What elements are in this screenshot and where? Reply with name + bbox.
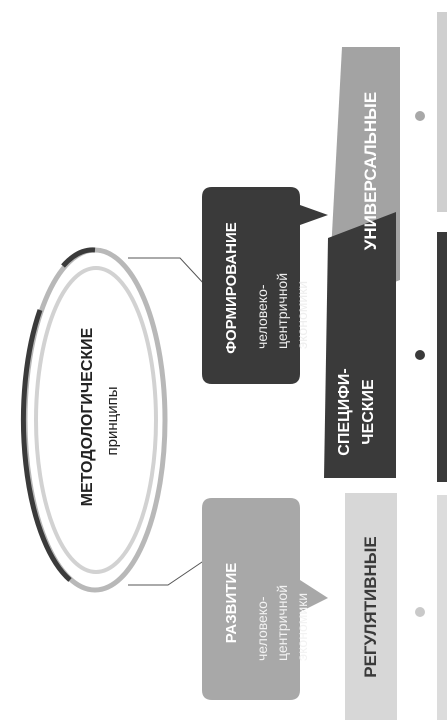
callout-top-line-2: центричной xyxy=(274,272,290,349)
center-ring-dark-arc-top xyxy=(61,247,96,268)
callout-bottom-line-2: центричной xyxy=(274,584,290,661)
callout-top-line-1: человеко- xyxy=(254,284,270,349)
center-ring-dark-arc xyxy=(20,309,72,582)
callout-bottom-line-3: экономики xyxy=(294,592,310,661)
callout-top-title: ФОРМИРОВАНИЕ xyxy=(223,222,240,354)
column-strip-top xyxy=(437,12,447,212)
connector-top xyxy=(128,257,206,286)
bullet-universal xyxy=(415,111,425,121)
center-inner-ring xyxy=(34,266,158,574)
banner-specific-label-1: СПЕЦИФИ- xyxy=(336,368,353,456)
callout-bottom-line-1: человеко- xyxy=(254,596,270,661)
banner-regulative-label: РЕГУЛЯТИВНЫЕ xyxy=(361,536,380,678)
callout-top-box xyxy=(202,187,328,384)
center-title: МЕТОДОЛОГИЧЕСКИЕ xyxy=(79,327,96,507)
column-strip-bottom xyxy=(437,495,447,720)
callout-top-line-3: экономики xyxy=(294,280,310,349)
callout-bottom-title: РАЗВИТИЕ xyxy=(223,562,240,644)
banner-specific xyxy=(324,212,396,478)
bullet-regulative xyxy=(415,607,425,617)
bullet-specific xyxy=(415,350,425,360)
banner-regulative xyxy=(345,493,397,720)
column-strip-middle xyxy=(437,232,447,482)
connector-bottom xyxy=(128,559,206,586)
banner-specific-label-2: ЧЕСКИЕ xyxy=(360,379,377,445)
callout-bottom-box xyxy=(202,498,328,700)
banner-universal-label: УНИВЕРСАЛЬНЫЕ xyxy=(361,91,380,251)
center-subtitle: принципы xyxy=(104,386,121,456)
